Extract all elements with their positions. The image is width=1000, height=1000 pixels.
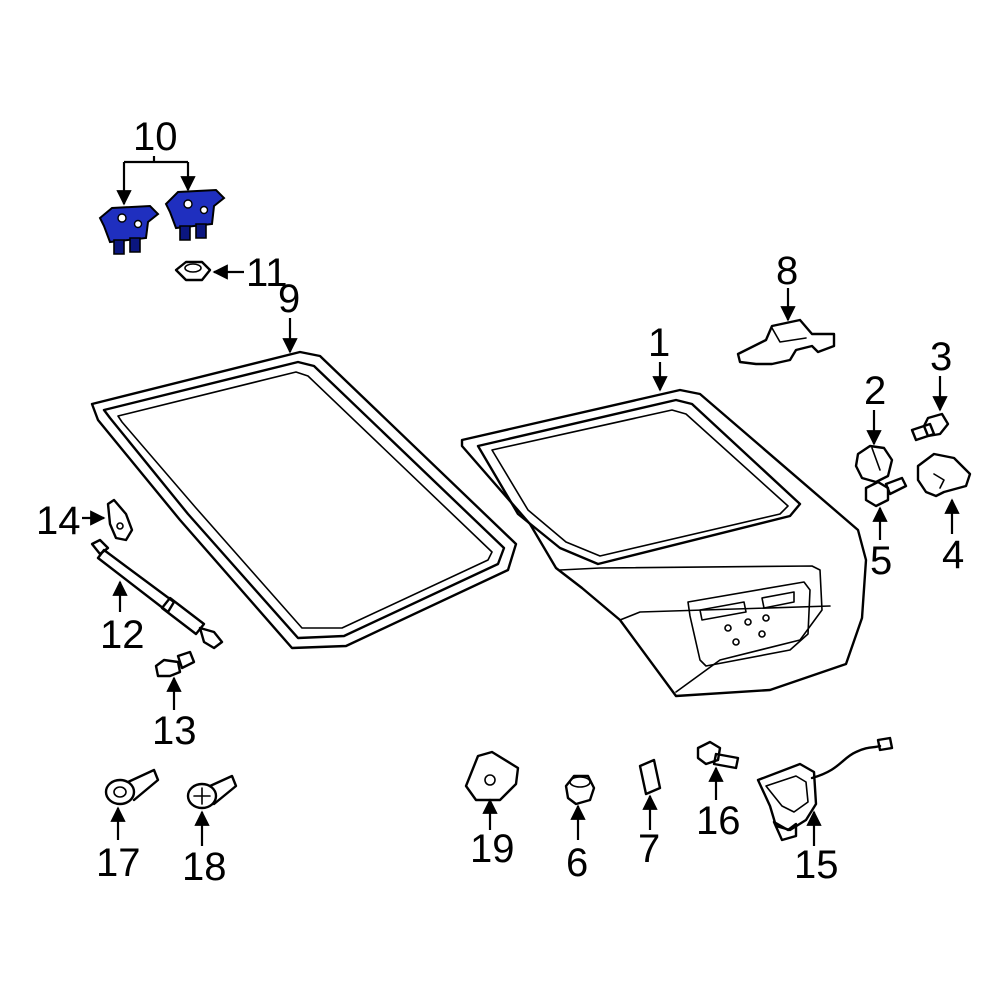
part-6-cap[interactable] bbox=[564, 774, 596, 806]
callout-16: 16 bbox=[696, 799, 741, 843]
callout-13: 13 bbox=[152, 709, 197, 753]
callout-3: 3 bbox=[930, 335, 952, 379]
callout-4: 4 bbox=[942, 533, 964, 577]
part-4-bumper[interactable] bbox=[916, 452, 972, 498]
part-13-ball-stud[interactable] bbox=[154, 650, 196, 678]
part-16-bolt[interactable] bbox=[696, 740, 740, 770]
part-10-hinge-left[interactable] bbox=[98, 204, 160, 255]
part-2-cap[interactable] bbox=[854, 444, 894, 484]
callout-6: 6 bbox=[566, 841, 588, 885]
part-9-weatherstrip[interactable] bbox=[90, 350, 518, 650]
callout-9: 9 bbox=[278, 277, 300, 321]
callout-2: 2 bbox=[864, 369, 886, 413]
callout-5: 5 bbox=[870, 539, 892, 583]
part-19-striker[interactable] bbox=[464, 750, 520, 802]
callout-1: 1 bbox=[648, 321, 670, 365]
callout-17: 17 bbox=[96, 841, 141, 885]
part-10-hinge-right[interactable] bbox=[164, 188, 226, 241]
callout-10-leaders bbox=[116, 156, 196, 206]
part-11-nut[interactable] bbox=[174, 260, 212, 282]
part-8-bracket[interactable] bbox=[736, 318, 836, 366]
callout-15: 15 bbox=[794, 843, 839, 887]
callout-12: 12 bbox=[100, 613, 145, 657]
callout-8: 8 bbox=[776, 249, 798, 293]
part-5-bolt[interactable] bbox=[864, 476, 908, 508]
part-18-screw[interactable] bbox=[186, 774, 238, 810]
callout-19: 19 bbox=[470, 827, 515, 871]
part-14-bracket[interactable] bbox=[106, 498, 134, 542]
callout-18: 18 bbox=[182, 845, 227, 889]
callout-11: 11 bbox=[246, 251, 288, 295]
callout-7: 7 bbox=[638, 827, 660, 871]
part-15-lock-assembly[interactable] bbox=[756, 736, 894, 842]
part-17-clip[interactable] bbox=[104, 768, 160, 806]
part-7-pad[interactable] bbox=[638, 758, 662, 796]
part-1-back-door[interactable] bbox=[460, 388, 868, 698]
part-12-gas-strut[interactable] bbox=[90, 538, 224, 650]
callout-10: 10 bbox=[133, 115, 178, 159]
callout-14: 14 bbox=[36, 499, 81, 543]
part-3-bolt[interactable] bbox=[910, 412, 950, 442]
